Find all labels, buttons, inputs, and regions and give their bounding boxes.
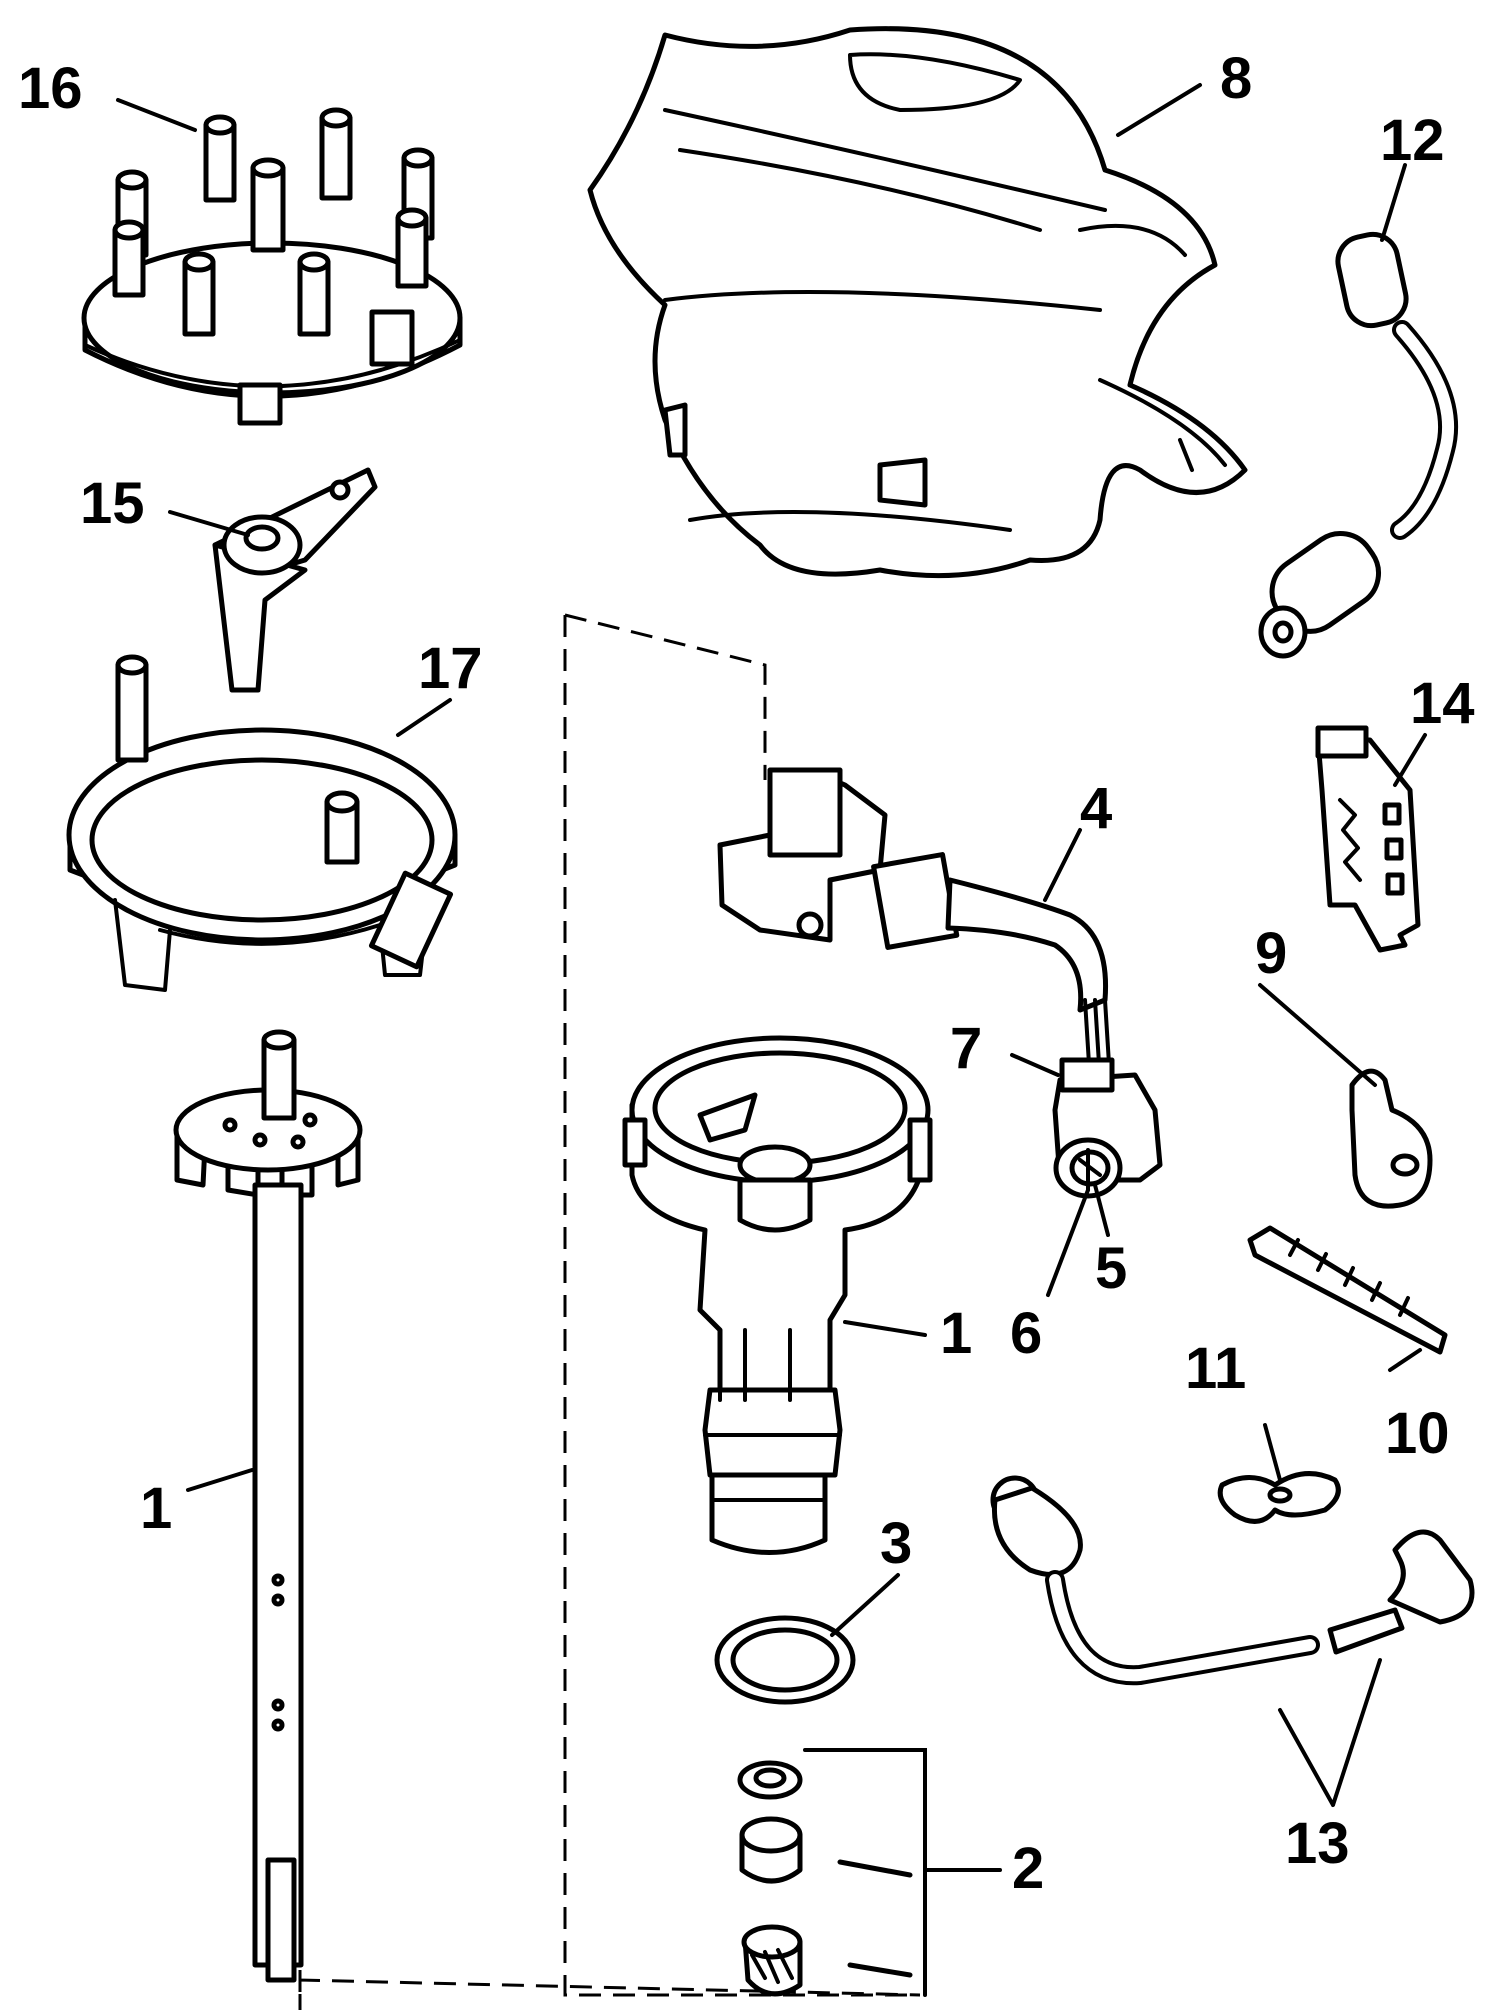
part-10-retainer-strip (1247, 1225, 1448, 1355)
callout-16: 16 (18, 56, 83, 121)
part-13-spark-plug-wire (990, 1475, 1475, 1686)
callout-14: 14 (1410, 671, 1475, 736)
callout-11: 11 (1185, 1336, 1247, 1401)
part-12-coil-wire (1258, 231, 1458, 659)
callout-17: 17 (418, 636, 483, 701)
callout-10: 10 (1385, 1401, 1450, 1466)
callout-15: 15 (80, 471, 145, 536)
part-9-terminal (1349, 1068, 1433, 1209)
part-2-gear-kit (737, 1748, 1002, 1997)
part-4-pickup-coil-harness (717, 767, 1112, 1082)
callout-6: 6 (1010, 1301, 1043, 1366)
callout-2: 2 (1012, 1836, 1045, 1901)
part-8-distributor-shield (587, 26, 1248, 579)
callout-7: 7 (950, 1016, 983, 1081)
part-7-connector (1052, 1057, 1163, 1199)
callout-1-shaft: 1 (140, 1476, 173, 1541)
callout-12: 12 (1380, 108, 1445, 173)
part-14-terminal-block (1315, 725, 1421, 953)
assembly-guide-line (298, 613, 921, 2010)
part-16-distributor-cap (81, 107, 463, 426)
part-15-rotor (212, 467, 378, 693)
part-3-o-ring (714, 1615, 856, 1705)
callout-1-body: 1 (940, 1301, 973, 1366)
part-17-distributor-housing (66, 654, 458, 992)
leader-lines (116, 83, 1427, 1807)
part-1-distributor-shaft (173, 1029, 363, 1983)
part-1-distributor-body (622, 1035, 933, 1555)
callout-5: 5 (1095, 1236, 1128, 1301)
part-11-star-retainer (1217, 1471, 1341, 1524)
callout-4: 4 (1080, 776, 1113, 841)
callout-3: 3 (880, 1511, 913, 1576)
callout-8: 8 (1220, 46, 1253, 111)
callout-13: 13 (1285, 1811, 1350, 1876)
callout-9: 9 (1255, 921, 1288, 986)
